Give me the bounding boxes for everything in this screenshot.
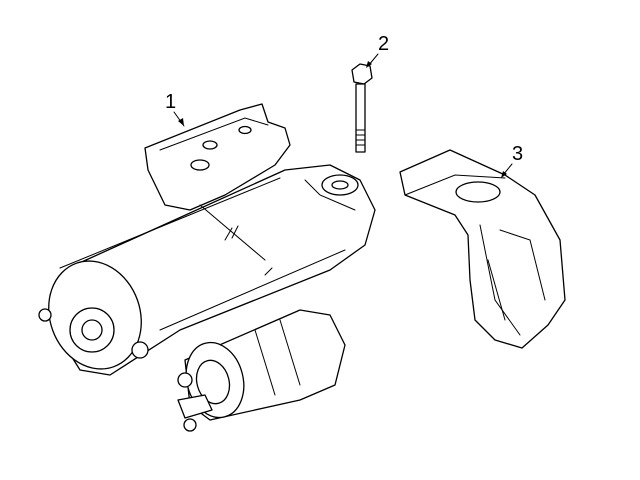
starter-motor — [38, 164, 376, 376]
callout-3: 3 — [501, 143, 523, 178]
callout-2: 2 — [366, 33, 389, 68]
callout-1: 1 — [165, 91, 185, 127]
svg-text:2: 2 — [378, 33, 389, 55]
starter-mounting-bracket — [144, 103, 291, 211]
svg-text:3: 3 — [512, 143, 523, 165]
solenoid — [177, 309, 346, 432]
support-bracket — [399, 149, 566, 349]
bolt — [351, 63, 373, 153]
svg-text:1: 1 — [165, 91, 176, 113]
